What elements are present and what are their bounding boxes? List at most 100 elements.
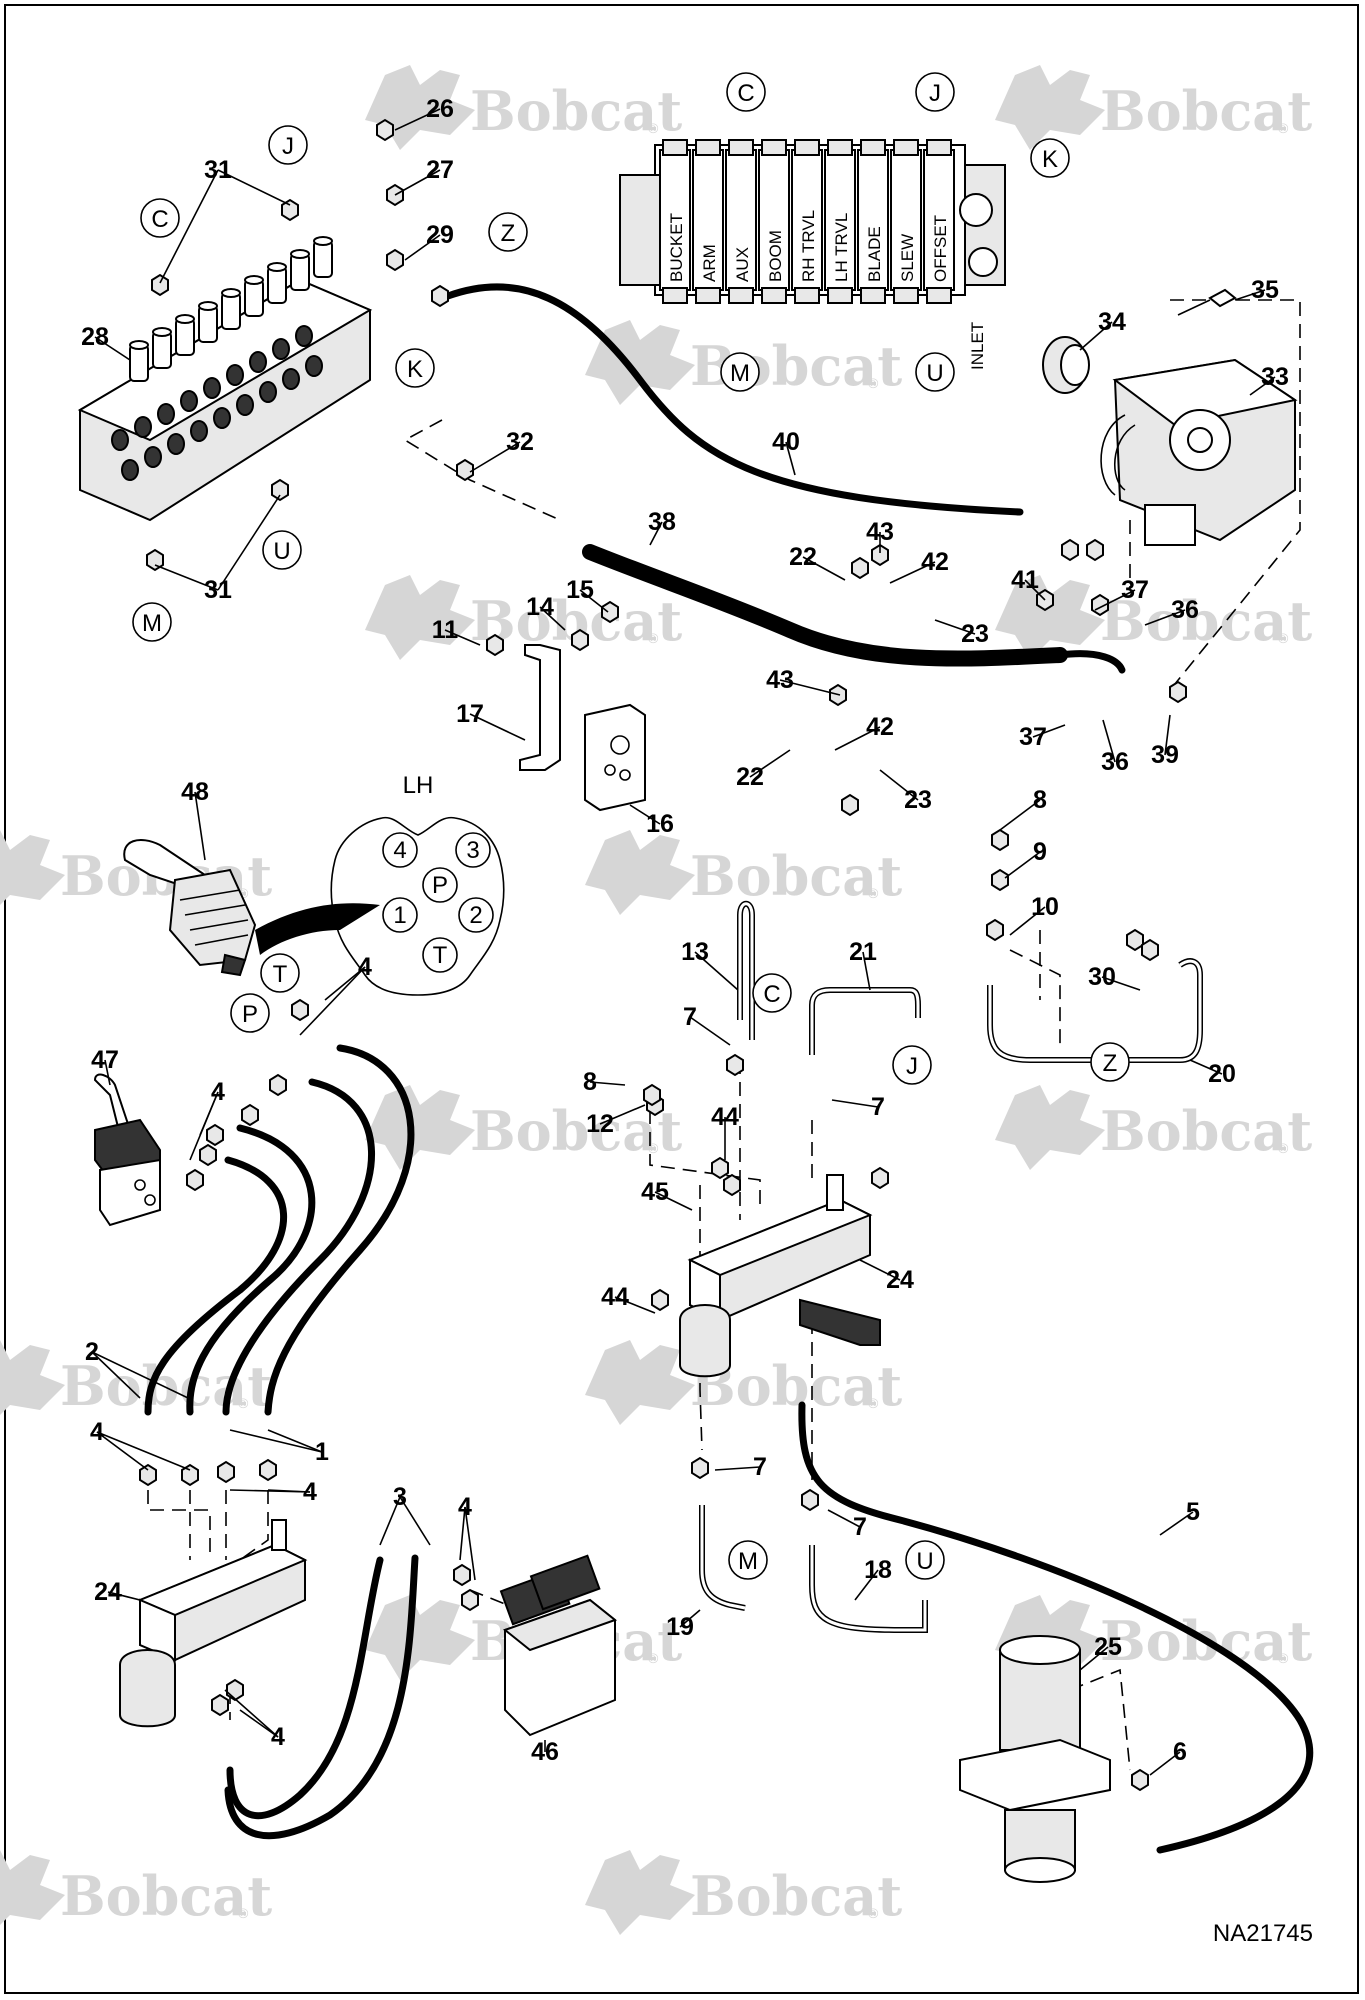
valve-port <box>144 446 162 468</box>
valve-port <box>249 351 267 373</box>
leader-line <box>229 1429 323 1453</box>
svg-text:®: ® <box>648 120 659 136</box>
connection-letter: J <box>929 80 941 107</box>
inlet-label: INLET <box>968 322 987 370</box>
dashed-lines <box>147 299 1301 1771</box>
part-callout: 9 <box>1033 838 1047 866</box>
valve-port <box>167 433 185 455</box>
hose-3a <box>226 1556 384 1820</box>
svg-text:®: ® <box>1278 120 1289 136</box>
diagram-frame <box>4 4 1359 1994</box>
watermark-logo: Bobcat® <box>585 830 902 915</box>
fitting <box>199 1143 217 1167</box>
leader-line <box>579 589 609 613</box>
part-callout: 34 <box>1098 308 1126 336</box>
part-callout: 23 <box>961 620 989 648</box>
connection-marker: C <box>752 973 792 1013</box>
valve-spool <box>175 318 195 356</box>
leader-line <box>444 629 481 646</box>
valve-section <box>692 149 724 291</box>
part-callout: 4 <box>458 1493 472 1521</box>
valve-port <box>282 368 300 390</box>
part-callout: 1 <box>315 1438 329 1466</box>
hose-40 <box>444 283 1024 516</box>
leader-line <box>1079 1646 1109 1671</box>
hose-joystick-4 <box>144 1156 288 1416</box>
connection-letter: P <box>242 1001 258 1028</box>
valve-section <box>791 149 823 291</box>
connection-letter: C <box>151 206 168 233</box>
connection-letter: J <box>906 1053 918 1080</box>
leader-line <box>107 1591 141 1601</box>
part-callout: 6 <box>1173 1738 1187 1766</box>
leader-line <box>649 521 663 546</box>
connection-marker: K <box>1030 138 1070 178</box>
leader-line <box>539 606 566 631</box>
bolt-35 <box>1177 288 1237 316</box>
part-callout: 20 <box>1208 1060 1236 1088</box>
leader-line <box>779 679 841 696</box>
valve-section-label: BOOM <box>766 230 785 282</box>
fitting <box>259 1458 277 1482</box>
part-callout: 4 <box>358 953 372 981</box>
hose-38 <box>582 544 1068 667</box>
part-callout: 11 <box>432 616 459 644</box>
part-callout: 46 <box>531 1738 559 1766</box>
watermark-logo: Bobcat® <box>585 1340 902 1425</box>
connection-letter: M <box>738 1548 758 1575</box>
part-callout: 7 <box>871 1093 885 1121</box>
part-callout: 22 <box>789 543 817 571</box>
fitting <box>991 828 1009 852</box>
watermark-layer: Bobcat®Bobcat®Bobcat®Bobcat®Bobcat®Bobca… <box>0 65 1312 1935</box>
svg-text:®: ® <box>648 630 659 646</box>
part-callout: 4 <box>90 1418 104 1446</box>
leader-line <box>299 966 366 1036</box>
connection-letter: U <box>273 538 290 565</box>
part-callout: 28 <box>81 323 109 351</box>
valve-port <box>305 355 323 377</box>
svg-text:®: ® <box>868 1395 879 1411</box>
part-callout: 43 <box>866 518 894 546</box>
fitting <box>726 1053 744 1077</box>
valve-spool <box>129 344 149 382</box>
leader-line <box>629 804 661 825</box>
fitting <box>1061 538 1079 562</box>
tube-21 <box>809 987 921 1055</box>
connection-letter: M <box>730 360 750 387</box>
part-callout: 13 <box>681 938 709 966</box>
fitting <box>871 1166 889 1190</box>
leader-line <box>159 169 219 284</box>
leader-line <box>91 1351 189 1399</box>
valve-spool <box>290 253 310 291</box>
fitting <box>691 1456 709 1480</box>
fitting <box>841 793 859 817</box>
part-callout: 30 <box>1088 963 1116 991</box>
leader-line <box>614 1296 656 1314</box>
connection-marker: K <box>395 348 435 388</box>
part-callout: 7 <box>853 1513 867 1541</box>
fitting <box>456 458 474 482</box>
part-callout: 32 <box>506 428 534 456</box>
leader-line <box>1032 724 1066 738</box>
watermark-text: Bobcat <box>690 1864 902 1928</box>
connection-letter: K <box>407 356 423 383</box>
leader-line <box>714 1466 761 1471</box>
leader-line <box>599 1104 646 1125</box>
connection-marker: Z <box>1090 1042 1130 1082</box>
watermark-logo: Bobcat® <box>365 575 682 660</box>
part-callout: 39 <box>1151 741 1179 769</box>
watermark-logo: Bobcat® <box>585 1850 902 1935</box>
gear-34 <box>1042 336 1090 394</box>
svg-text:®: ® <box>238 1395 249 1411</box>
fitting <box>1126 928 1144 952</box>
leader-line <box>827 1509 861 1528</box>
fitting <box>151 273 169 297</box>
part-callout: 22 <box>736 763 764 791</box>
connection-marker: C <box>140 198 180 238</box>
part-callout: 44 <box>601 1283 629 1311</box>
part-callout: 41 <box>1011 566 1039 594</box>
joystick-47 <box>93 1073 161 1227</box>
connection-marker: J <box>915 72 955 112</box>
fitting <box>376 118 394 142</box>
